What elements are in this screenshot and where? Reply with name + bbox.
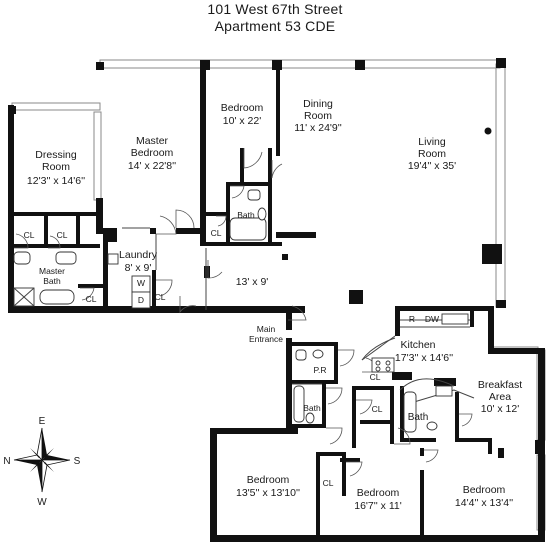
closet-label: CL [211, 228, 222, 238]
main-entrance-label-1: Main [257, 324, 276, 334]
closet-label: CL [24, 230, 35, 240]
kitchen-name: Kitchen [400, 339, 435, 351]
dining-room-dims: 11' x 24'9'' [294, 122, 342, 134]
dishwasher-label: DW [425, 314, 439, 324]
room-labels: Dressing Room 12'3'' x 14'6'' Master Bed… [27, 98, 522, 512]
breakfast-dims: 10' x 12' [481, 403, 519, 415]
stove-icon [371, 357, 395, 373]
living-room-dims: 19'4'' x 35' [408, 160, 456, 172]
bedroom-south-dims: 16'7'' x 11' [354, 500, 402, 512]
fixtures [13, 189, 469, 433]
bath-label: Bath [303, 403, 321, 413]
closet-label: CL [86, 294, 97, 304]
sink-icon [55, 251, 77, 265]
compass-north-label: N [3, 456, 10, 467]
island-sink-icon [435, 385, 453, 397]
powder-room-label: P.R [313, 365, 326, 375]
bathtub-icon [229, 217, 267, 241]
dining-room-name-1: Dining [303, 98, 333, 110]
dining-room-name-2: Room [304, 110, 332, 122]
master-bath-name-1: Master [39, 266, 65, 276]
bedroom-north-name: Bedroom [221, 102, 264, 114]
toilet-icon [312, 349, 324, 359]
breakfast-name-1: Breakfast [478, 379, 522, 391]
dryer-label: D [138, 295, 144, 305]
bedroom-southwest-name: Bedroom [247, 474, 290, 486]
closet-label: CL [323, 478, 334, 488]
master-bath-name-2: Bath [43, 276, 61, 286]
sink-icon [13, 251, 31, 265]
dressing-room-dims: 12'3'' x 14'6'' [27, 175, 85, 187]
master-bedroom-name-2: Bedroom [131, 147, 174, 159]
toilet-icon [257, 207, 267, 221]
bedroom-north-dims: 10' x 22' [223, 115, 261, 127]
address-title: 101 West 67th Street [207, 1, 343, 17]
closet-label: CL [155, 292, 166, 302]
living-room-name-1: Living [418, 136, 446, 148]
sink-icon [295, 349, 307, 361]
refrigerator-label: R [409, 314, 415, 324]
compass-east-label: E [39, 416, 46, 427]
bedroom-southeast-dims: 14'4'' x 13'4'' [455, 497, 513, 509]
closet-label: CL [57, 230, 68, 240]
bedroom-southwest-dims: 13'5'' x 13'10'' [236, 487, 300, 499]
compass-south-label: S [74, 456, 81, 467]
compass-rose-icon: E N S W [3, 416, 80, 508]
sink-icon [247, 189, 261, 201]
bathtub-icon [403, 391, 417, 433]
bathtub-icon [39, 289, 75, 305]
apartment-title: Apartment 53 CDE [214, 18, 336, 34]
gallery-dims: 13' x 9' [236, 276, 269, 288]
dressing-room-name-2: Room [42, 161, 70, 173]
closet-label: CL [372, 404, 383, 414]
laundry-sink-icon [107, 253, 119, 265]
bedroom-southeast-name: Bedroom [463, 484, 506, 496]
bath-label: Bath [408, 412, 429, 423]
toilet-icon [426, 421, 438, 431]
small-labels: CL CL CL CL CL CL CL CL Bath Bath Bath P… [24, 210, 440, 488]
main-entrance-label-2: Entrance [249, 334, 283, 344]
living-room-name-2: Room [418, 148, 446, 160]
closet-label: CL [370, 372, 381, 382]
laundry-name: Laundry [119, 249, 158, 261]
master-bedroom-name-1: Master [136, 135, 169, 147]
dressing-room-name-1: Dressing [35, 149, 77, 161]
exterior-walls [8, 58, 545, 542]
washer-label: W [137, 278, 145, 288]
interior-walls [8, 66, 504, 538]
kitchen-sink-icon [441, 313, 469, 325]
breakfast-name-2: Area [489, 391, 511, 403]
kitchen-dims: 17'3'' x 14'6'' [395, 352, 453, 364]
master-bedroom-dims: 14' x 22'8'' [128, 160, 176, 172]
dryer-icon [131, 291, 151, 309]
bedroom-south-name: Bedroom [357, 487, 400, 499]
toilet-icon [305, 412, 315, 424]
bathtub-icon [293, 385, 305, 423]
partition-lines [122, 227, 475, 403]
laundry-dims: 8' x 9' [125, 262, 152, 274]
compass-west-label: W [37, 497, 47, 508]
bath-label: Bath [237, 210, 255, 220]
